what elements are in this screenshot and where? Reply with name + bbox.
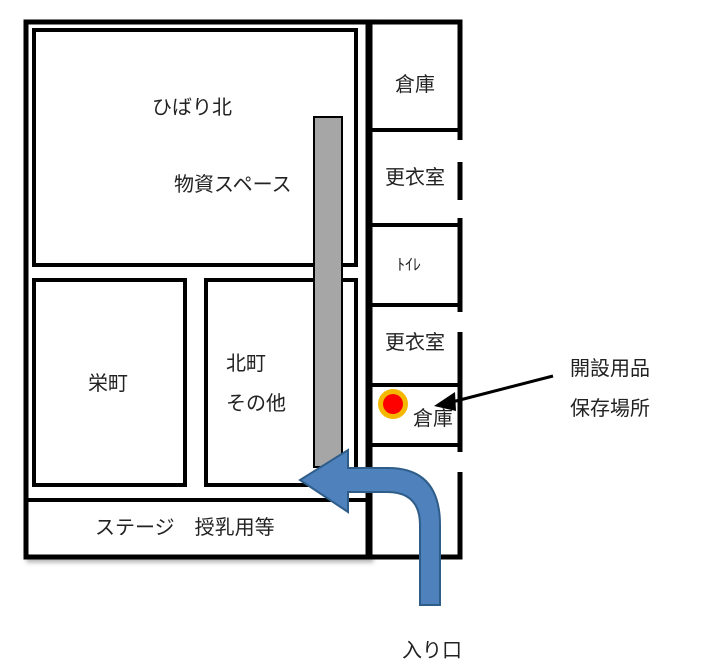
area-kitamachi (204, 278, 358, 487)
door-gap-3 (457, 312, 463, 332)
pointer-arrow-head (434, 392, 456, 411)
gray-pillar (313, 116, 343, 468)
hall-outer-wall (23, 19, 371, 560)
curved-arrow-icon (298, 448, 441, 606)
annotation-line1: 開設用品 (570, 356, 650, 380)
room-label-sakaemachi: 栄町 (88, 371, 128, 395)
room-label-changing-room-2: 更衣室 (385, 330, 445, 354)
area-sakaemachi (32, 278, 187, 487)
room-label-supplies-space: 物資スペース (174, 172, 292, 196)
room-label-kitamachi: 北町 (226, 351, 266, 375)
red-dot-marker-inner (383, 394, 403, 414)
annotation-line2: 保存場所 (570, 396, 650, 420)
door-gap-1 (457, 140, 463, 162)
door-gap-2 (457, 200, 463, 218)
room-label-storage-top: 倉庫 (395, 72, 435, 96)
door-gap-4 (457, 452, 463, 472)
room-label-stage: ステージ 授乳用等 (95, 515, 275, 539)
room-label-changing-room-1: 更衣室 (385, 165, 445, 189)
room-label-storage-bottom: 倉庫 (413, 406, 453, 430)
area-hibari-kita (32, 28, 358, 267)
room-label-hibari-kita: ひばり北 (152, 95, 232, 119)
room-label-kitamachi-other: その他 (226, 391, 286, 415)
entrance-label: 入り口 (402, 638, 462, 662)
room-label-toilet: ﾄｲﾚ (397, 255, 422, 274)
pointer-arrow-icon (451, 374, 554, 404)
